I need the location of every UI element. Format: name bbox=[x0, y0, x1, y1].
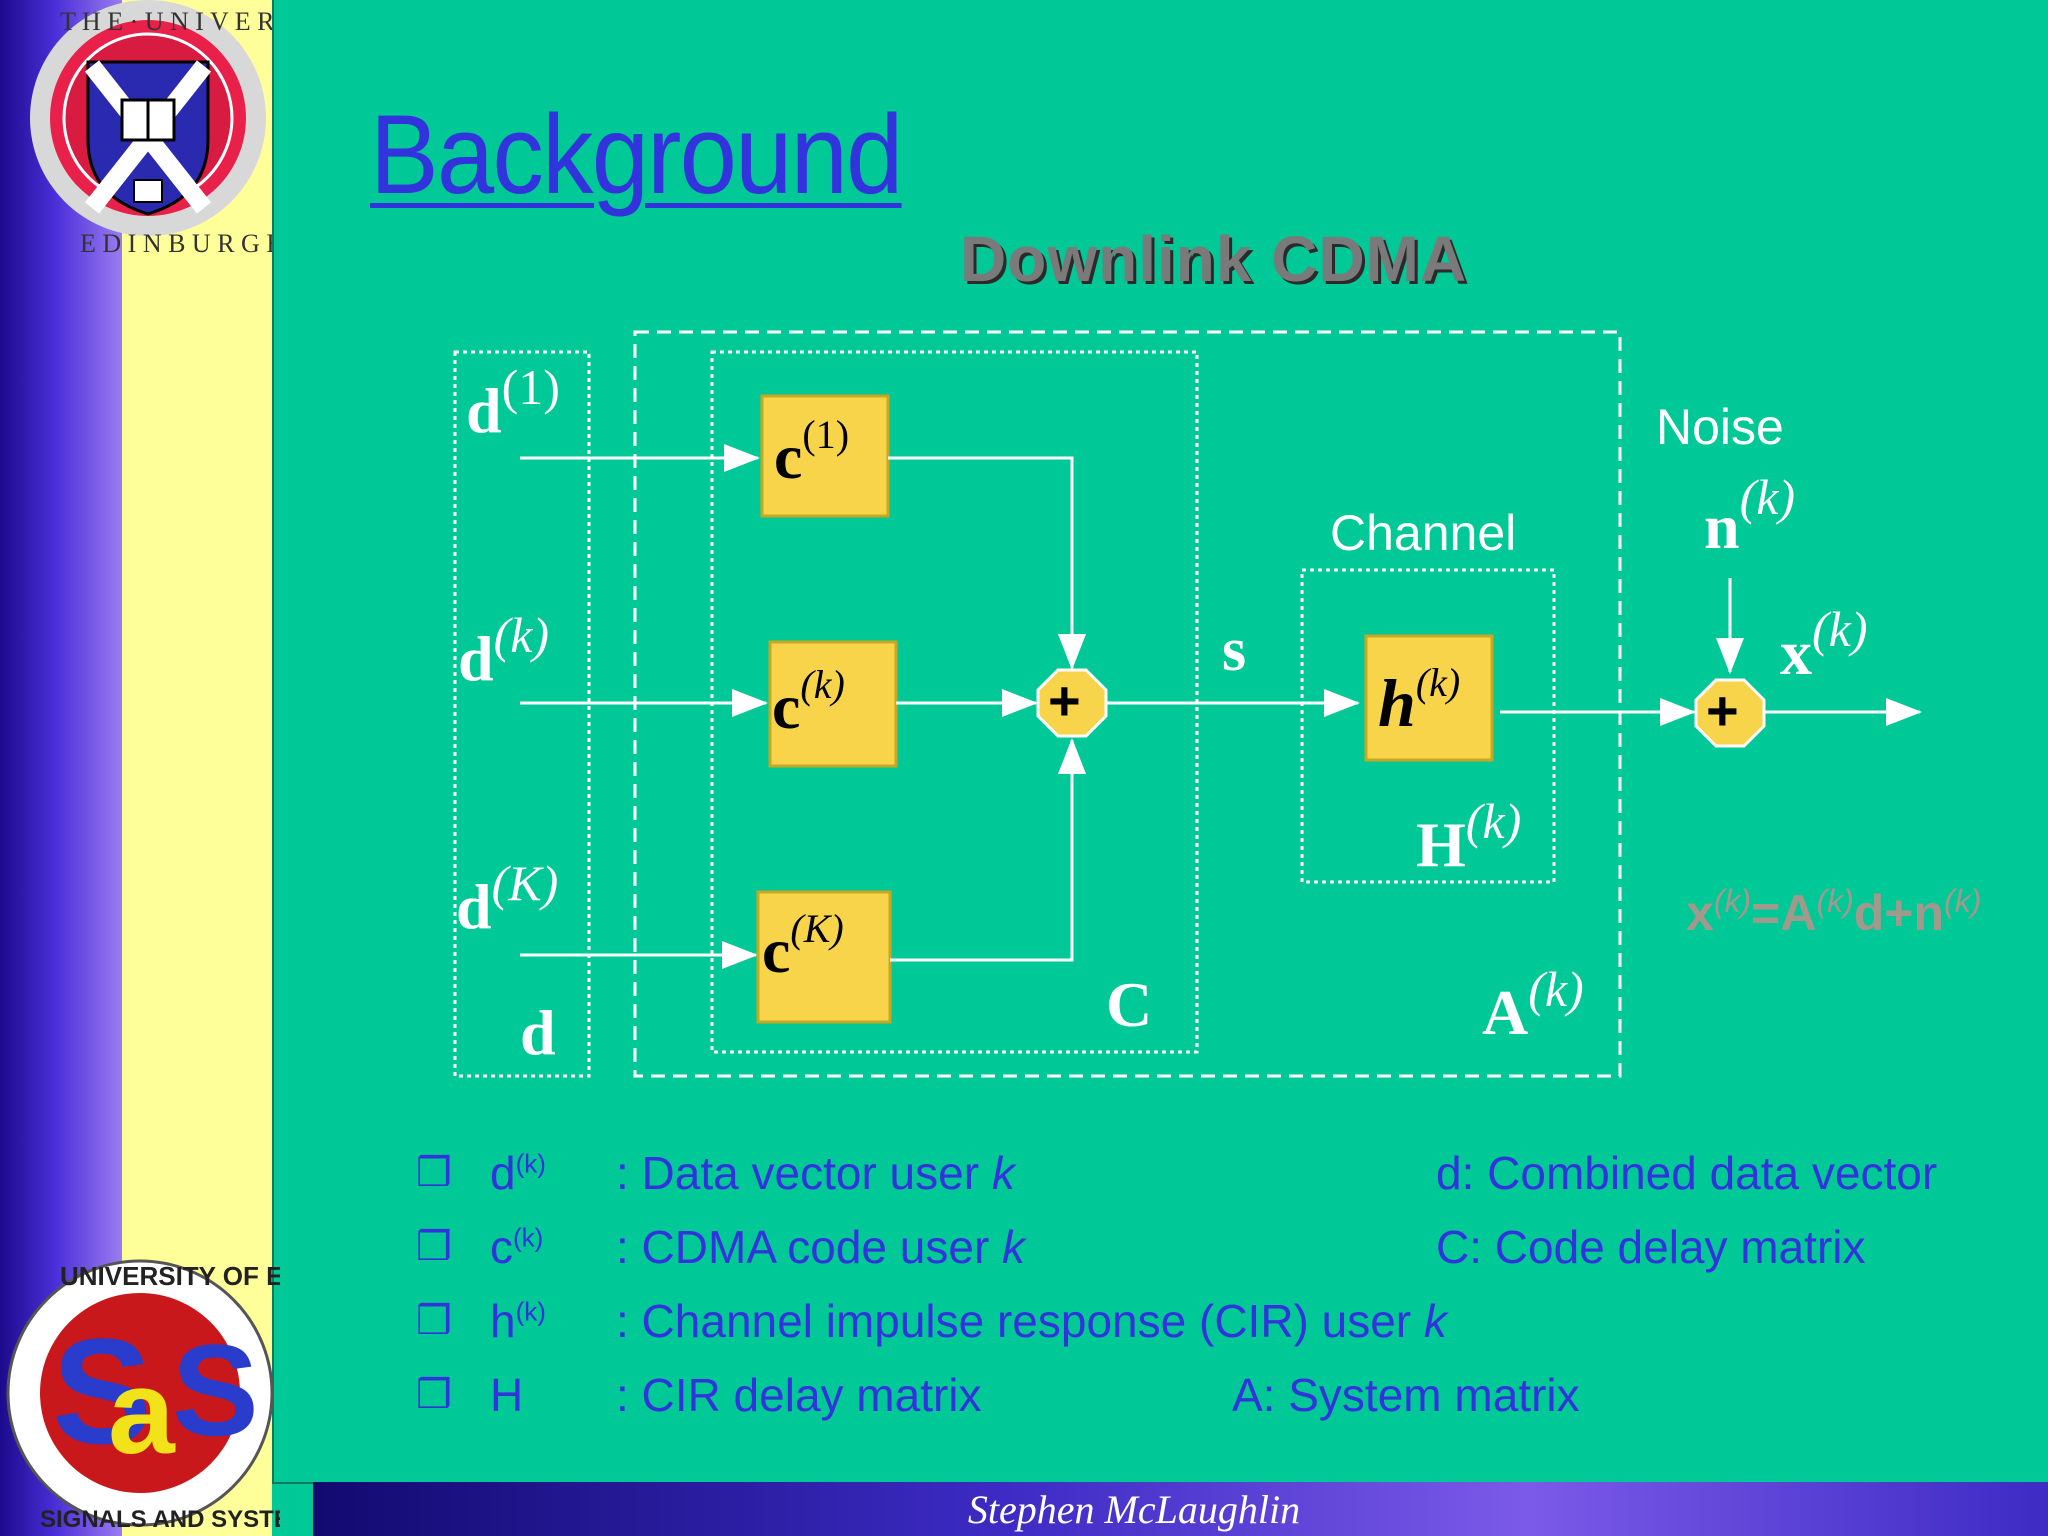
crest-ring-text: T H E · U N I V E R S I T Y bbox=[60, 7, 272, 36]
input-dK-label: d(K) bbox=[456, 855, 558, 942]
university-crest-logo: T H E · U N I V E R S I T Y E D I N B U … bbox=[30, 0, 272, 258]
legend-symbol-h: h(k) bbox=[490, 1295, 546, 1347]
legend-symbol-c: c(k) bbox=[490, 1221, 544, 1273]
channel-h-label: h(k) bbox=[1378, 660, 1460, 741]
footer-author: Stephen McLaughlin bbox=[967, 1487, 1301, 1532]
legend-desc-c: : CDMA code user k bbox=[616, 1221, 1026, 1273]
code-c1-label: c(1) bbox=[774, 412, 849, 492]
channel-label: Channel bbox=[1330, 505, 1516, 561]
summer-node-1 bbox=[1036, 668, 1108, 738]
H-label: H(k) bbox=[1416, 793, 1521, 880]
slide-panel bbox=[272, 0, 2048, 1484]
bullet-icon: ❒ bbox=[416, 1298, 452, 1344]
s-label: s bbox=[1222, 616, 1246, 684]
summer-1-plus: + bbox=[1048, 669, 1081, 732]
svg-text:S: S bbox=[52, 1307, 152, 1475]
legend-note-A: A: System matrix bbox=[1232, 1369, 1580, 1421]
data-vector-box bbox=[453, 350, 591, 1078]
code-ck-label: c(k) bbox=[772, 662, 845, 742]
svg-text:SIGNALS AND SYSTEMS: SIGNALS AND SYSTEMS bbox=[40, 1506, 280, 1533]
legend-desc-d: : Data vector user k bbox=[616, 1147, 1015, 1199]
output-x-label: x(k) bbox=[1780, 601, 1868, 688]
legend-symbol-d: d(k) bbox=[490, 1147, 546, 1199]
bullet-icon: ❒ bbox=[416, 1224, 452, 1270]
bullet-icon: ❒ bbox=[416, 1372, 452, 1418]
A-label: A(k) bbox=[1482, 961, 1584, 1048]
svg-text:a: a bbox=[108, 1345, 176, 1479]
input-d1-label: d(1) bbox=[466, 359, 560, 446]
input-dk-label: d(k) bbox=[458, 607, 549, 694]
codeK-to-sum bbox=[890, 738, 1086, 962]
code-cK-label: c(K) bbox=[762, 906, 844, 986]
summer-2-plus: + bbox=[1706, 679, 1739, 742]
channel-matrix-box bbox=[1300, 568, 1556, 884]
legend-note-C: C: Code delay matrix bbox=[1436, 1221, 1866, 1273]
combined-d-label: d bbox=[520, 997, 556, 1068]
legend-note-d: d: Combined data vector bbox=[1436, 1147, 1938, 1199]
svg-text:S: S bbox=[172, 1317, 259, 1463]
channel-block bbox=[1364, 634, 1494, 762]
bullet-icon: ❒ bbox=[416, 1150, 452, 1196]
code-block-k bbox=[768, 640, 898, 768]
noise-n-label: n(k) bbox=[1704, 469, 1795, 562]
code-block-1 bbox=[760, 394, 890, 518]
legend-symbol-H: H bbox=[490, 1369, 524, 1421]
C-label: C bbox=[1106, 969, 1152, 1040]
footer-bar bbox=[313, 1482, 2048, 1536]
svg-text:E D I N B U R G H: E D I N B U R G H bbox=[80, 229, 272, 258]
code-block-K bbox=[756, 890, 892, 1024]
system-equation: x(k)=A(k)d+n(k) bbox=[1686, 883, 1981, 941]
noise-label: Noise bbox=[1656, 399, 1784, 455]
diagram-title: Downlink CDMA bbox=[960, 223, 1468, 295]
legend-desc-H: : CIR delay matrix bbox=[616, 1369, 982, 1421]
summer-node-2 bbox=[1694, 678, 1766, 748]
legend-desc-h: : Channel impulse response (CIR) user k bbox=[616, 1295, 1447, 1347]
page-title: Background bbox=[370, 92, 903, 217]
code1-to-sum bbox=[888, 456, 1086, 670]
